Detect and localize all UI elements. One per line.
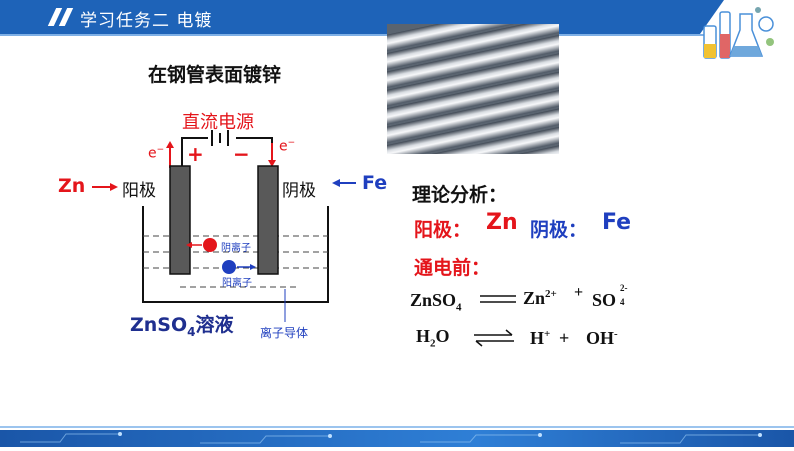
- ionic-conductor-label: 离子导体: [260, 326, 309, 340]
- equation-2-hydroxide-ion: OH-: [586, 328, 618, 348]
- equation-2-left: H2O: [416, 326, 450, 350]
- cation-arrow-icon: [250, 264, 256, 270]
- circuit-pattern-icon: [20, 432, 762, 444]
- footer-line: [0, 426, 794, 428]
- equation-2-plus: +: [559, 328, 570, 348]
- positive-terminal: +: [187, 142, 204, 166]
- zinc-anode: [169, 165, 191, 275]
- electron-label-right: e−: [279, 138, 296, 155]
- anode-name: 阳极: [122, 181, 156, 201]
- equation-1-sulfate-sub: 4: [620, 297, 625, 307]
- zn-electrode-label: Zn: [58, 175, 86, 197]
- header-bar: 学习任务二 电镀: [0, 0, 700, 34]
- footer-bar: [0, 430, 794, 447]
- equation-1-sulfate-ion: SO: [592, 290, 617, 310]
- equation-1-sulfate-charge: 2-: [620, 283, 628, 293]
- cation-dot-icon: [222, 260, 236, 274]
- page-title: 学习任务二 电镀: [80, 11, 213, 31]
- lab-flasks-icon: [703, 7, 774, 59]
- cation-label: 阳离子: [222, 278, 252, 289]
- equals-arrow-icon: [480, 295, 516, 303]
- electrolytic-tank: [142, 206, 329, 303]
- anode-value: Zn: [486, 210, 518, 235]
- cathode-name: 阴极: [282, 181, 316, 201]
- diagram-title: 在钢管表面镀锌: [148, 64, 282, 86]
- before-electrolysis-label: 通电前：: [414, 257, 491, 279]
- cathode-label: 阴极：: [530, 219, 588, 241]
- fe-electrode-label: Fe: [362, 172, 388, 194]
- electron-arrow-up-icon: [166, 141, 174, 148]
- electron-arrow-down-icon: [268, 160, 276, 167]
- equation-1-left: ZnSO4: [410, 290, 462, 314]
- anion-label: 阴离子: [221, 243, 251, 254]
- anode-label: 阳极：: [414, 219, 472, 241]
- iron-cathode: [257, 165, 279, 275]
- zn-pointer-arrow-icon: [110, 183, 118, 191]
- equation-1-plus: +: [574, 284, 584, 301]
- equation-2-hydrogen-ion: H+: [530, 328, 551, 348]
- anion-arrow-icon: [186, 242, 192, 248]
- equilibrium-arrow-icon: [474, 329, 514, 347]
- cathode-value: Fe: [602, 210, 632, 235]
- anion-dot-icon: [203, 238, 217, 252]
- analysis-title: 理论分析：: [412, 184, 508, 206]
- solution-label: ZnSO4溶液: [130, 314, 234, 339]
- electron-label-left: e−: [148, 145, 165, 162]
- power-source-label: 直流电源: [182, 112, 254, 133]
- galvanized-pipes-photo: [387, 24, 559, 154]
- negative-terminal: −: [233, 142, 250, 166]
- equation-1-zn-ion: Zn2+: [523, 288, 557, 308]
- header-underline: [0, 34, 706, 36]
- fe-pointer-arrow-icon: [332, 179, 340, 187]
